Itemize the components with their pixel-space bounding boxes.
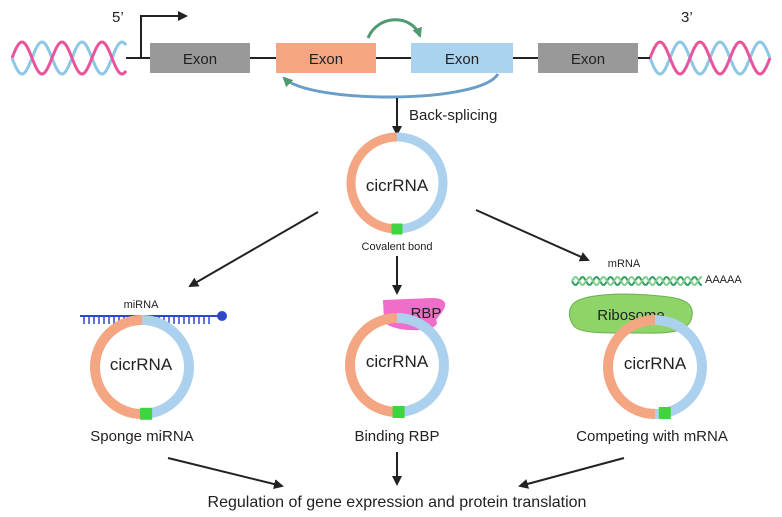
forward-splice-arrow <box>366 18 422 39</box>
caption-competing-mrna: Competing with mRNA <box>576 428 728 445</box>
covalent-bond-marker <box>140 407 153 420</box>
circrna-main <box>346 132 448 235</box>
mirna-cap-icon <box>217 311 227 321</box>
arrow-to-sponge <box>188 211 319 288</box>
circrna-competing <box>603 315 707 419</box>
arrow-competing-to-regulation <box>518 457 625 489</box>
arrow-sponge-to-regulation <box>167 457 284 489</box>
exon-4: Exon <box>538 43 638 73</box>
caption-sponge-mirna: Sponge miRNA <box>90 428 193 445</box>
three-prime-label: 3’ <box>681 9 693 26</box>
covalent-bond-label: Covalent bond <box>362 241 433 253</box>
arrow-to-competing <box>475 209 590 262</box>
covalent-bond-marker <box>391 223 403 235</box>
five-prime-label: 5’ <box>112 9 124 26</box>
exon-3-label: Exon <box>445 51 479 68</box>
poly-a-label: AAAAA <box>705 274 742 286</box>
back-splicing-label: Back-splicing <box>409 107 497 124</box>
transcription-start-arrow <box>140 11 188 58</box>
circrna-sponge <box>90 315 194 420</box>
circrna-main-label: cicrRNA <box>366 176 429 195</box>
exon-4-label: Exon <box>571 51 605 68</box>
dna-helix-right <box>648 40 772 76</box>
circrna-competing-label: cicrRNA <box>624 354 687 373</box>
back-splice-arrow <box>282 73 500 99</box>
exon-3: Exon <box>411 43 513 73</box>
caption-binding-rbp: Binding RBP <box>354 428 439 445</box>
covalent-bond-marker <box>658 407 671 419</box>
exon-2-label: Exon <box>309 51 343 68</box>
circrna-binding <box>345 313 449 418</box>
circrna-binding-label: cicrRNA <box>366 352 429 371</box>
exon-2: Exon <box>276 43 376 73</box>
covalent-bond-marker <box>392 406 405 418</box>
circrna-sponge-label: cicrRNA <box>110 355 173 374</box>
dna-helix-left <box>10 40 128 76</box>
exon-1: Exon <box>150 43 250 73</box>
mrna-strand <box>571 276 702 286</box>
exon-1-label: Exon <box>183 51 217 68</box>
mirna-label: miRNA <box>124 299 159 311</box>
mrna-label: mRNA <box>608 258 641 270</box>
regulation-label: Regulation of gene expression and protei… <box>208 494 587 511</box>
